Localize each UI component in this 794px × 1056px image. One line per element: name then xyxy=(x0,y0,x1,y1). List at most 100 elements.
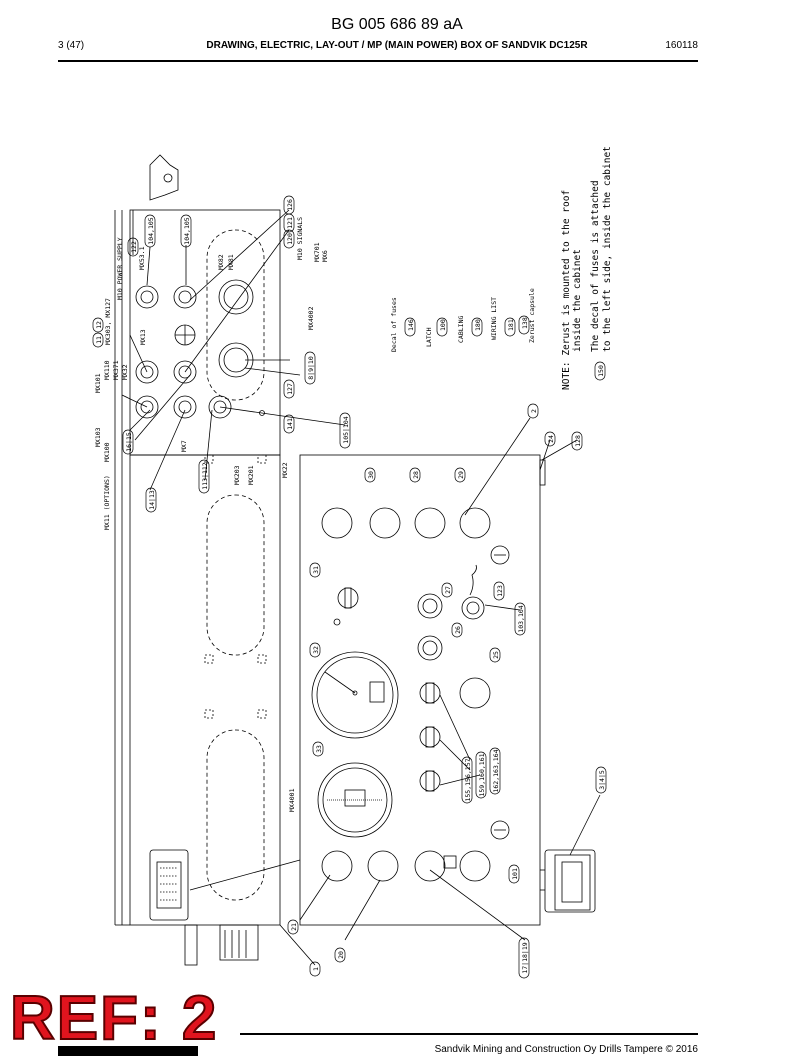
svg-text:101: 101 xyxy=(511,868,519,880)
label-mx103: MX103 xyxy=(94,427,102,447)
callout-127: 127 xyxy=(283,379,295,399)
svg-text:14|13: 14|13 xyxy=(148,490,156,510)
label-mx303: MX303, MX127 xyxy=(104,298,112,345)
label-mx81: MX81 xyxy=(227,254,235,270)
document-date: 160118 xyxy=(665,40,698,51)
svg-text:105|104: 105|104 xyxy=(342,416,350,443)
callout-27: 27 xyxy=(441,582,453,598)
svg-text:21: 21 xyxy=(290,923,298,931)
svg-text:16|15: 16|15 xyxy=(125,432,133,452)
svg-text:121: 121 xyxy=(286,217,294,229)
label-mx203: MX203 xyxy=(233,465,241,485)
ref-stamp: REF: 2 xyxy=(9,984,219,1053)
callout-2: 2 xyxy=(527,403,539,419)
label-mx101: MX101 xyxy=(94,373,102,393)
parts-item: Decal of fuses 146 xyxy=(390,297,416,352)
label-options: MX11 (OPTIONS) xyxy=(103,475,111,530)
svg-text:113|112: 113|112 xyxy=(201,462,209,489)
svg-text:180: 180 xyxy=(474,319,482,331)
svg-text:104,105: 104,105 xyxy=(147,217,155,244)
svg-text:3|4|5: 3|4|5 xyxy=(598,770,606,790)
svg-text:11: 11 xyxy=(95,336,103,344)
callout-113-112: 113|112 xyxy=(198,459,210,494)
label-mx100: MX100 xyxy=(103,442,111,462)
svg-text:159,160,161: 159,160,161 xyxy=(478,753,486,796)
svg-text:162,163,164: 162,163,164 xyxy=(492,749,500,792)
label-mx201: MX201 xyxy=(247,465,255,485)
svg-text:27: 27 xyxy=(444,586,452,594)
parts-item: LATCH 100 xyxy=(425,317,448,347)
upper-cabinet-outline xyxy=(129,209,281,456)
svg-text:8|9|10: 8|9|10 xyxy=(307,356,315,380)
svg-text:104,105: 104,105 xyxy=(183,217,191,244)
label-mx371: MX371 xyxy=(112,360,120,380)
svg-text:2: 2 xyxy=(530,409,538,413)
callout-16-15: 16|15 xyxy=(122,429,134,455)
svg-text:32: 32 xyxy=(312,646,320,654)
callout-126: 126 xyxy=(283,195,295,215)
callout-122: 122 xyxy=(127,237,139,257)
svg-text:31: 31 xyxy=(312,566,320,574)
parts-item: CABLING 180 xyxy=(457,316,483,343)
label-mx4001: MX4001 xyxy=(288,788,296,812)
callout-1: 1 xyxy=(309,961,321,977)
document-title: DRAWING, ELECTRIC, LAY-OUT / MP (MAIN PO… xyxy=(206,40,588,51)
callout-8-9-10: 8|9|10 xyxy=(304,351,316,385)
svg-text:29: 29 xyxy=(457,471,465,479)
svg-text:181: 181 xyxy=(507,319,515,331)
callout-24: 24 xyxy=(544,431,556,447)
svg-text:WIRING LIST: WIRING LIST xyxy=(490,297,498,340)
label-mx22: MX22 xyxy=(281,462,289,478)
label-signals: M10 SIGNALS xyxy=(296,217,304,260)
callout-31: 31 xyxy=(309,562,321,578)
callout-104-105a: 104,105 xyxy=(144,214,156,248)
callout-120: 120 xyxy=(283,229,295,249)
callout-17-18-19: 17|18|19 xyxy=(518,937,530,979)
callout-105-104: 105|104 xyxy=(339,412,351,449)
parts-list: Decal of fuses 146 LATCH 100 CABLING 180… xyxy=(390,288,536,352)
label-power-supply: M10 POWER SUPPLY xyxy=(116,237,124,300)
callout-123: 123 xyxy=(493,581,505,601)
label-mx4002: MX4002 xyxy=(307,306,315,330)
label-mx53: MX53.1 xyxy=(138,246,146,270)
note-zerust-location: inside the cabinet xyxy=(572,249,583,352)
callout-12: 12 xyxy=(92,317,104,333)
svg-text:30: 30 xyxy=(367,471,375,479)
callout-104-105b: 104,105 xyxy=(180,214,192,248)
callout-101: 101 xyxy=(508,864,520,884)
callout-155-156-157: 155,156,157 xyxy=(461,756,473,804)
callout-28: 28 xyxy=(409,467,421,483)
label-mx110: MX110 xyxy=(103,360,111,380)
parts-item: Zerust capsule 138 xyxy=(518,288,536,343)
svg-text:Decal of fuses: Decal of fuses xyxy=(390,297,398,352)
callout-11: 11 xyxy=(92,332,104,348)
document-id: BG 005 686 89 aA xyxy=(331,16,463,33)
svg-text:26: 26 xyxy=(454,626,462,634)
callout-33: 33 xyxy=(312,741,324,757)
page-number: 3 (47) xyxy=(58,40,85,51)
callout-128: 128 xyxy=(571,431,583,451)
svg-text:126: 126 xyxy=(286,199,294,211)
svg-text:Zerust capsule: Zerust capsule xyxy=(528,288,536,343)
callout-32: 32 xyxy=(309,642,321,658)
svg-text:122: 122 xyxy=(130,241,138,253)
note-fuses: The decal of fuses is attached xyxy=(590,180,601,352)
svg-text:25: 25 xyxy=(492,651,500,659)
callout-3-4-5: 3|4|5 xyxy=(595,766,607,794)
callout-162-163-164: 162,163,164 xyxy=(489,747,501,795)
svg-text:24: 24 xyxy=(547,435,555,443)
callout-103-104: 103,104 xyxy=(514,602,526,636)
callout-30: 30 xyxy=(364,467,376,483)
callout-26: 26 xyxy=(451,622,463,638)
svg-text:103,104: 103,104 xyxy=(517,605,525,632)
label-mx7: MX7 xyxy=(180,440,188,452)
footer-rule xyxy=(240,1033,698,1035)
svg-text:150: 150 xyxy=(597,365,605,377)
svg-text:1: 1 xyxy=(312,967,320,971)
label-mx6: MX6 xyxy=(321,250,329,262)
callout-121: 121 xyxy=(283,213,295,233)
callout-14-13: 14|13 xyxy=(145,487,157,513)
svg-text:100: 100 xyxy=(439,319,447,331)
callout-150: 150 xyxy=(594,361,606,381)
callout-159-160-161: 159,160,161 xyxy=(475,751,487,799)
